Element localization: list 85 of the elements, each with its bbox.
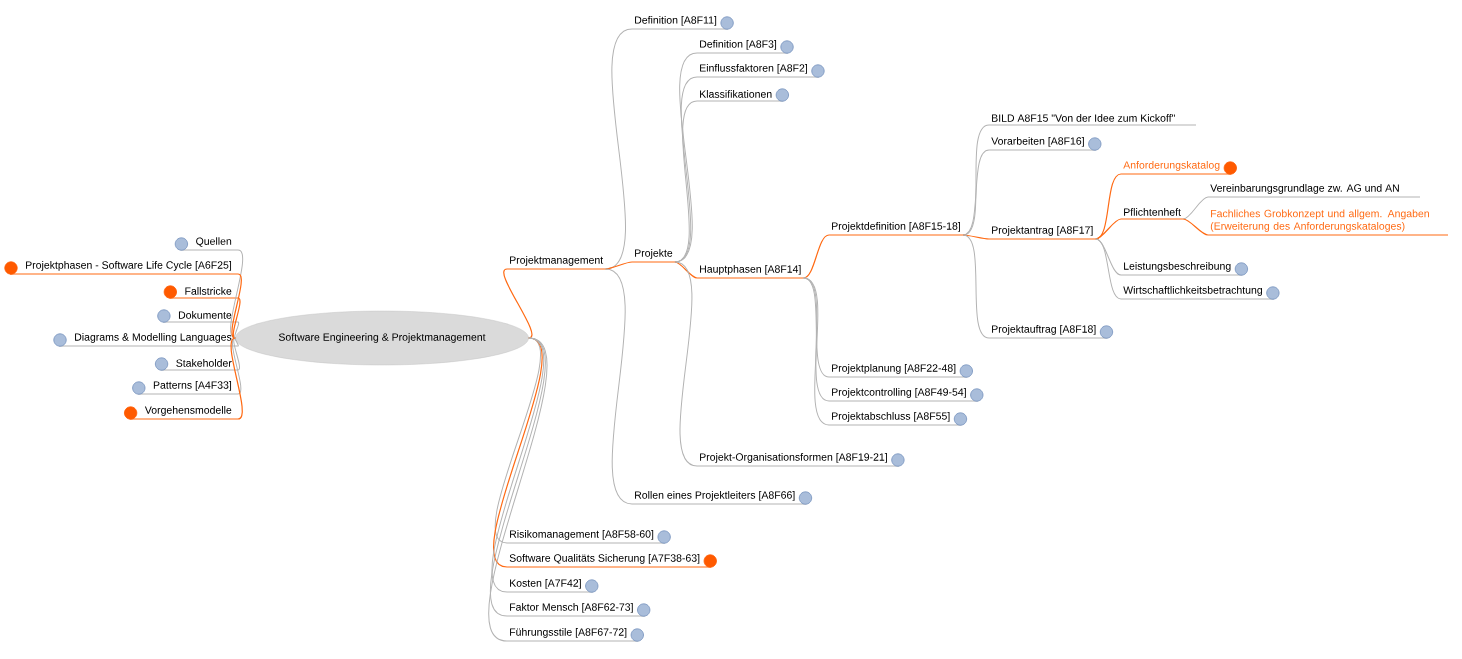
topic-branch: Projektabschluss [A8F55] [828,412,968,426]
node-label: Projekt-Organisationsformen [A8F19-21] [700,453,887,463]
topic-branch: Kosten [A7F42] [506,579,599,593]
topic-branch: Definition [A8F11] [631,16,734,30]
topic-branch: Patterns [A4F33] [132,381,239,395]
branch-line [230,337,243,420]
branch-line [234,321,240,339]
node-label: Wirtschaftlichkeitsbetrachtung [1123,286,1262,296]
node-label: Leistungsbeschreibung [1124,262,1231,272]
node-label: Quellen [196,237,232,247]
branch-line [803,277,830,426]
topic-branch: Rollen eines Projektleiters [A8F66] [631,491,813,505]
topic-branch: Anforderungskatalog [1120,161,1237,175]
branch-line [604,261,633,270]
node-label: Risikomanagement [A8F58-60] [510,530,654,540]
branch-line [962,234,990,339]
branch-line [231,273,242,339]
node-label: Projektabschluss [A8F55] [832,412,950,422]
topic-branch: Leistungsbeschreibung [1120,262,1248,276]
topic-branch: Projektplanung [A8F22-48] [828,364,973,378]
branch-line [962,234,990,240]
topic-branch: Projektauftrag [A8F18] [988,325,1114,339]
topic-branch: Vorgehensmodelle [124,406,239,420]
node-label: Kosten [A7F42] [510,579,581,589]
node-label: Patterns [A4F33] [153,381,232,391]
topic-branch: Faktor Mensch [A8F62-73] [506,603,651,617]
node-label: Software Qualitäts Sicherung [A7F38-63] [509,554,700,564]
branch-line [674,261,698,279]
topic-branch: Projektmanagement [506,256,606,270]
node-label: Projektauftrag [A8F18] [992,325,1096,335]
branch-line [674,261,698,467]
topic-branch: Projekte [631,249,676,263]
topic-branch: Projektcontrolling [A8F49-54] [828,388,984,402]
topic-branch: Diagrams & Modelling Languages [53,333,239,347]
node-label: Führungsstile [A8F67-72] [510,628,627,638]
node-label: Einflussfaktoren [A8F2] [700,64,807,74]
node-label: Definition [A8F3] [700,40,777,50]
branch-line [233,337,241,371]
branch-line [230,249,244,339]
topic-branch: Projekt-Organisationsformen [A8F19-21] [696,453,905,467]
topic-branch: Projektantrag [A8F17] [988,226,1097,240]
node-label: Vorgehensmodelle [144,406,232,416]
node-label: Projektcontrolling [A8F49-54] [832,388,966,398]
topic-branch: Hauptphasen [A8F14] [696,265,805,279]
branch-line [604,268,633,505]
node-label: Faktor Mensch [A8F62-73] [510,603,633,613]
branch-line [234,337,239,347]
branch-line [232,297,241,339]
topic-branch: Definition [A8F3] [696,40,794,54]
node-label: Klassifikationen [700,90,772,98]
topic-branch: Risikomanagement [A8F58-60] [506,530,671,544]
topic-branch: Projektdefinition [A8F15-18] [828,222,964,236]
node-label: Diagrams & Modelling Languages [75,333,232,343]
topic-branch: Quellen [174,237,239,251]
node-label: Anforderungskatalog [1123,161,1220,171]
topic-branch: Software Qualitäts Sicherung [A7F38-63] [506,554,717,568]
node-label: Definition [A8F11] [635,16,717,26]
topic-branch: Dokumente [157,309,239,323]
node-label: Projektphasen - Software Life Cycle [A6F25] [26,261,232,271]
branch-line [1182,218,1209,236]
node-label: Rollen eines Projektleiters [A8F66] [635,491,795,501]
topic-branch: Stakeholder [154,357,239,371]
topic-branch: Klassifikationen [696,88,789,102]
branch-line [1182,196,1209,220]
branch-line [503,268,533,339]
topic-branch: BILD A8F15 "Von der Idee zum Kickoff" [988,114,1197,126]
branch-line [1095,238,1122,300]
node-label: Fallstricke [185,287,232,295]
branch-line [1094,218,1122,240]
topic-branch: Fallstricke [163,285,239,299]
branch-line [802,234,830,279]
branch-line [231,337,242,395]
topic-branch: Vorarbeiten [A8F16] [988,137,1102,151]
topic-branch: Fachliches Grobkonzept und allgem. Angaben (Erweiterung des Anforderungskataloges) [1207,209,1449,236]
branch-line [962,149,990,236]
node-label: Projektplanung [A8F22-48] [832,364,956,374]
topic-branch: Vereinbarungsgrundlage zw. AG und AN [1207,184,1421,198]
topic-branch: Führungsstile [A8F67-72] [506,628,644,642]
node-label: Vorarbeiten [A8F16] [991,137,1084,147]
node-label: Dokumente [178,311,232,319]
topic-branch: Pflichtenheft [1120,208,1184,220]
topic-branch: Einflussfaktoren [A8F2] [696,64,825,78]
node-label: Stakeholder [176,359,232,367]
topic-branch: Wirtschaftlichkeitsbetrachtung [1120,286,1280,300]
topic-branch: Projektphasen - Software Life Cycle [A6F25] [4,261,239,275]
